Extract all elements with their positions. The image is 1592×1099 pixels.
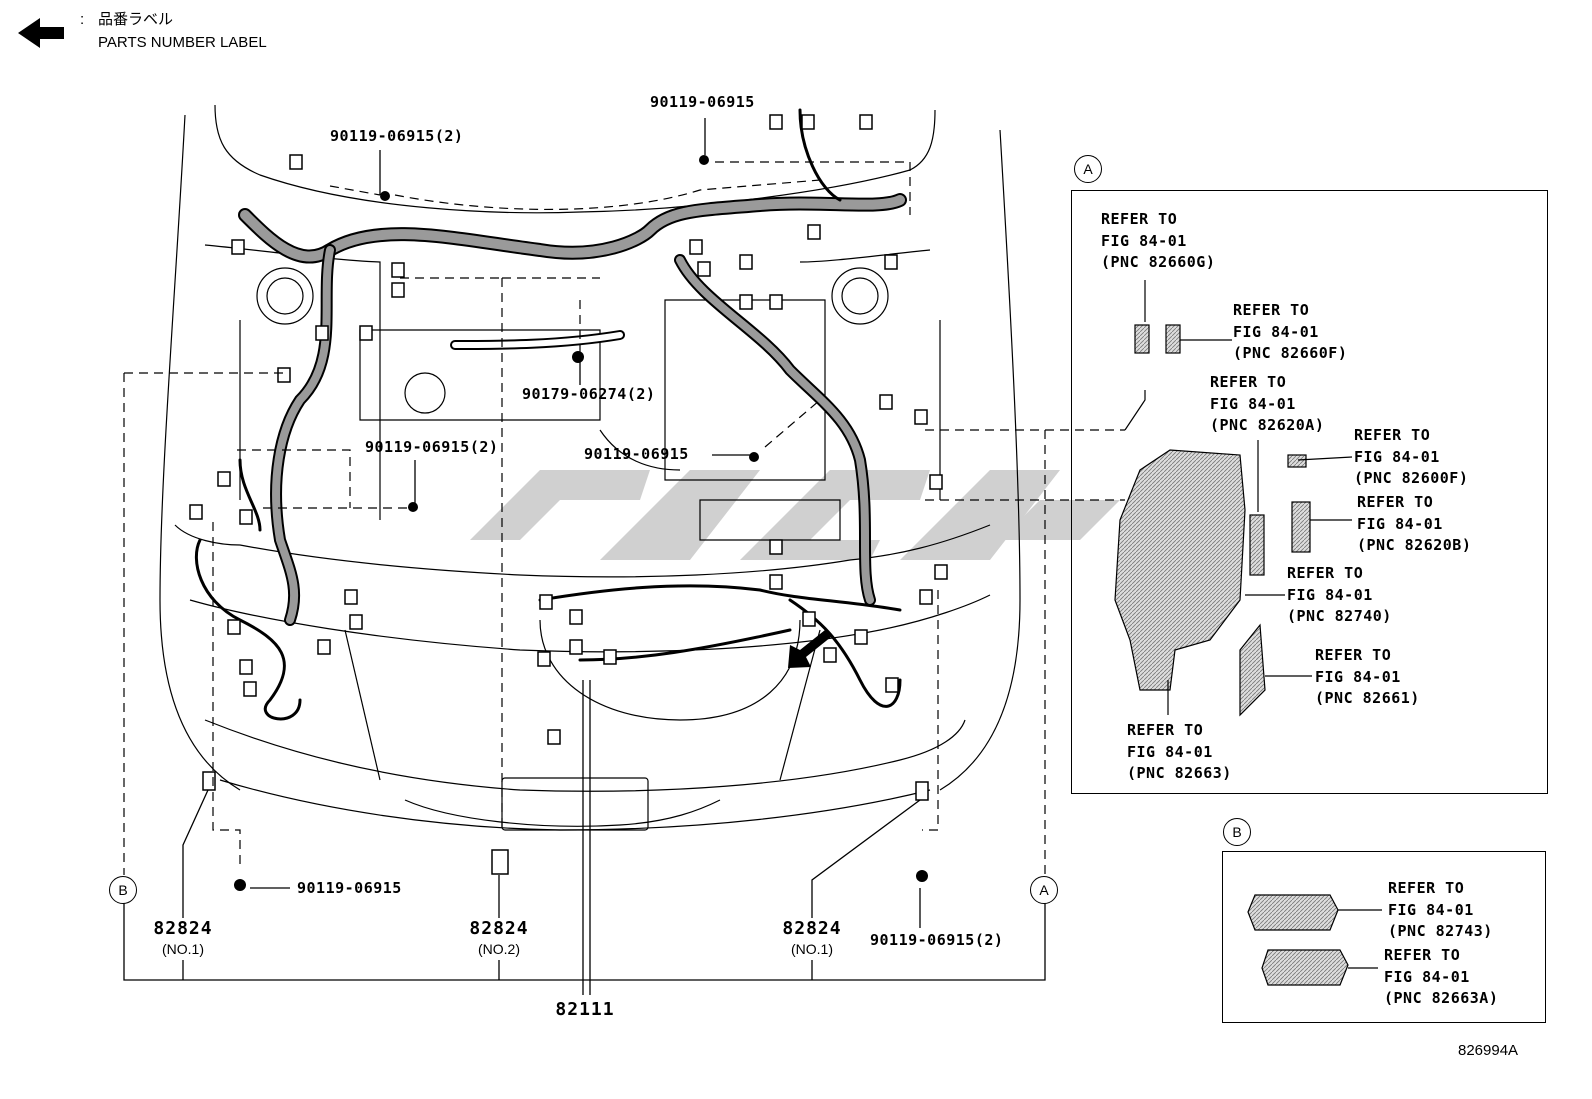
callout-bolt-center-mid: 90119-06915	[584, 445, 689, 463]
bolt-icon	[749, 452, 759, 462]
inset-b-parts	[1247, 894, 1382, 986]
marker-a-inset: A	[1074, 155, 1102, 183]
figure-code: 826994A	[1458, 1042, 1519, 1059]
part-note-no1-right: (NO.1)	[791, 941, 833, 957]
inset-a-ref-82661: REFER TO FIG 84-01 (PNC 82661)	[1315, 646, 1420, 707]
inset-a-parts	[1114, 280, 1353, 717]
marker-a-main: A	[1030, 876, 1058, 904]
bolt-icon	[380, 191, 390, 201]
part-number-82824-2: 82824	[469, 918, 529, 939]
inset-a-ref-82660f: REFER TO FIG 84-01 (PNC 82660F)	[1233, 301, 1348, 362]
bolt-icon	[699, 155, 709, 165]
inset-a-ref-82620a: REFER TO FIG 84-01 (PNC 82620A)	[1210, 373, 1325, 434]
callout-bolt-left-top: 90119-06915(2)	[330, 127, 464, 145]
watermark	[470, 470, 1120, 560]
inset-a-ref-82600f: REFER TO FIG 84-01 (PNC 82600F)	[1354, 426, 1469, 487]
marker-b-main: B	[109, 876, 137, 904]
harness-wires	[194, 108, 907, 721]
inset-a-ref-82740: REFER TO FIG 84-01 (PNC 82740)	[1287, 564, 1392, 625]
inset-b-ref-82663a: REFER TO FIG 84-01 (PNC 82663A)	[1384, 946, 1499, 1007]
clip-icon	[572, 351, 584, 363]
connectors	[189, 114, 948, 875]
leader-lines	[123, 118, 1046, 995]
reference-lines	[123, 161, 1125, 875]
legend-separator: :	[80, 11, 85, 28]
part-location-arrow-icon	[788, 630, 831, 668]
marker-b-inset: B	[1223, 818, 1251, 846]
bolt-icon	[408, 502, 418, 512]
callout-clip-center: 90179-06274(2)	[522, 385, 656, 403]
inset-a-ref-82620b: REFER TO FIG 84-01 (PNC 82620B)	[1357, 493, 1472, 554]
inset-a-ref-82660g: REFER TO FIG 84-01 (PNC 82660G)	[1101, 210, 1216, 271]
part-number-82111: 82111	[555, 999, 615, 1020]
part-number-82824-3: 82824	[782, 918, 842, 939]
callout-bolt-left-mid: 90119-06915(2)	[365, 438, 499, 456]
parts-label-arrow-icon	[18, 18, 64, 48]
fasteners	[234, 155, 928, 891]
inset-b-panel	[1222, 851, 1546, 1023]
legend-label-en: PARTS NUMBER LABEL	[98, 34, 267, 51]
inset-a-ref-82663: REFER TO FIG 84-01 (PNC 82663)	[1127, 721, 1232, 782]
part-note-no2: (NO.2)	[478, 941, 520, 957]
callout-bolt-bottom-right: 90119-06915(2)	[870, 931, 1004, 949]
bolt-icon	[234, 879, 246, 891]
inset-a-panel	[1071, 190, 1548, 794]
vehicle-outline	[159, 104, 1021, 831]
bolt-icon	[916, 870, 928, 882]
part-number-82824-1: 82824	[153, 918, 213, 939]
callout-bolt-center-top: 90119-06915	[650, 93, 755, 111]
callout-bolt-bottom-left: 90119-06915	[297, 879, 402, 897]
legend-label-jp: 品番ラベル	[98, 11, 174, 28]
part-note-no1-left: (NO.1)	[162, 941, 204, 957]
inset-b-ref-82743: REFER TO FIG 84-01 (PNC 82743)	[1388, 879, 1493, 940]
